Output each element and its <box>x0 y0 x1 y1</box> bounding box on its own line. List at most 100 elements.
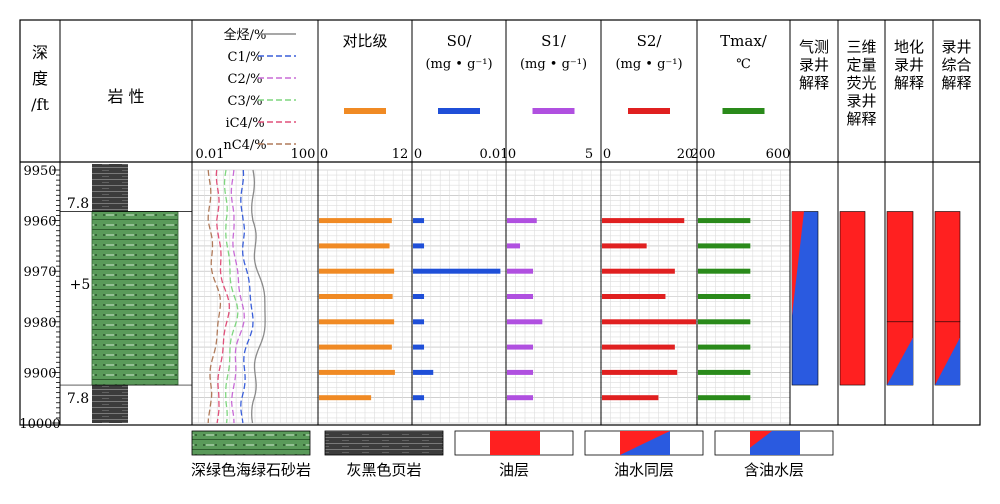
interp-header: 解释 <box>894 74 924 92</box>
s2-bar <box>602 268 675 274</box>
legend-shale-label: 灰黑色页岩 <box>346 461 421 479</box>
depth-tick-label: 9900 <box>23 366 56 381</box>
legend-wateroil-label: 含油水层 <box>744 461 804 479</box>
s0-bar <box>413 369 434 375</box>
tmax-bar <box>698 243 751 249</box>
interp-header: 录井 <box>799 56 829 74</box>
contrast-bar <box>319 319 395 325</box>
interp-header: 三维 <box>846 38 876 56</box>
interp-header: 地化 <box>894 38 924 56</box>
gas-curve-5 <box>207 169 222 424</box>
tmax-legend-swatch <box>722 108 765 114</box>
gas-legend-label: iC4/% <box>225 116 264 131</box>
s2-bar <box>602 243 647 249</box>
contrast-bar <box>319 344 392 350</box>
s2-legend-swatch <box>628 108 670 114</box>
contrast-bar <box>319 294 393 299</box>
gas-legend-label: 全烃/% <box>224 27 267 43</box>
interp-header: 解释 <box>799 74 829 92</box>
s0-bar <box>413 395 425 401</box>
tmax-bar <box>698 344 751 350</box>
interp-oil <box>886 211 914 323</box>
s2-scale-min: 0 <box>603 147 611 162</box>
gas-curve-1 <box>240 169 254 424</box>
tmax-title: Tmax/ <box>720 32 768 50</box>
tmax-bar <box>698 319 751 325</box>
legend-oilwater-label: 油水同层 <box>614 461 674 479</box>
tmax-bar <box>698 294 751 299</box>
outer-frame <box>19 19 981 426</box>
contrast-scale-max: 12 <box>392 147 409 162</box>
gas-curve-2 <box>230 169 245 424</box>
contrast-bar <box>319 268 395 274</box>
s1-bar <box>507 218 537 224</box>
s0-bar <box>413 344 425 350</box>
s2-bar <box>602 294 666 299</box>
legend-oilwater-water <box>620 431 670 455</box>
gas-curve-3 <box>223 169 239 424</box>
s2-title: S2/ <box>637 32 663 50</box>
interp-header: 气测 <box>799 38 829 56</box>
gas-curve-0 <box>251 169 266 424</box>
contrast-legend-swatch <box>344 108 386 114</box>
s0-bar <box>413 319 425 325</box>
s0-bar <box>413 268 501 274</box>
s1-unit: (mg • g⁻¹) <box>520 57 587 72</box>
depth-tick-label: 9960 <box>23 215 56 230</box>
shale-layer <box>92 385 128 423</box>
gas-curve-4 <box>215 169 230 424</box>
interp-header: 录井 <box>894 56 924 74</box>
s2-scale-max: 20 <box>677 147 694 162</box>
legend-sandstone-swatch <box>191 430 311 456</box>
contrast-bar <box>319 395 372 401</box>
lith-label-bottom: 7.8 <box>67 391 89 407</box>
s2-bar <box>602 369 678 375</box>
s0-scale-max: 0.01 <box>480 147 509 162</box>
interp-header: 定量 <box>846 56 876 74</box>
contrast-bar <box>319 218 392 224</box>
interp-header: 荧光 <box>846 74 876 92</box>
legend-oil-label: 油层 <box>499 461 529 479</box>
tmax-bar <box>698 395 751 401</box>
s1-scale-max: 5 <box>585 147 593 162</box>
s0-scale-min: 0 <box>414 147 422 162</box>
gas-scale-min: 0.01 <box>196 147 225 162</box>
s1-bar <box>507 395 534 401</box>
contrast-title: 对比级 <box>342 32 387 50</box>
depth-header: 深 <box>32 43 48 62</box>
s1-legend-swatch <box>532 108 575 114</box>
gas-legend-label: C2/% <box>228 72 263 87</box>
contrast-bar <box>319 243 390 249</box>
interp-water-part <box>887 337 913 386</box>
interp-header: 录井 <box>941 38 971 56</box>
s2-bar <box>602 344 675 350</box>
lith-label-mid: +5 <box>70 277 91 293</box>
s1-title: S1/ <box>541 32 567 50</box>
s0-legend-swatch <box>438 108 480 114</box>
depth-tick-label: 9950 <box>23 164 56 179</box>
contrast-bar <box>319 369 395 375</box>
depth-header: /ft <box>31 95 49 114</box>
interp-oil <box>839 211 866 386</box>
lith-label-top: 7.8 <box>67 196 89 212</box>
lithology-header: 岩 性 <box>107 87 144 106</box>
interp-oil <box>934 211 961 323</box>
tmax-scale-min: 200 <box>691 147 716 162</box>
s2-bar <box>602 218 685 224</box>
s2-bar <box>602 319 696 325</box>
legend-sandstone-label: 深绿色海绿石砂岩 <box>191 461 311 479</box>
s1-bar <box>507 319 543 325</box>
depth-header: 度 <box>32 69 48 88</box>
s1-bar <box>507 243 521 249</box>
gas-legend-label: C3/% <box>228 94 263 109</box>
s1-scale-min: 0 <box>508 147 516 162</box>
s1-bar <box>507 344 534 350</box>
tmax-bar <box>698 369 751 375</box>
interp-header: 录井 <box>846 92 876 110</box>
tmax-scale-max: 600 <box>766 147 791 162</box>
legend-wateroil-oil <box>750 431 772 448</box>
tmax-bar <box>698 268 751 274</box>
s2-unit: (mg • g⁻¹) <box>615 57 682 72</box>
legend-shale-swatch <box>324 430 444 456</box>
